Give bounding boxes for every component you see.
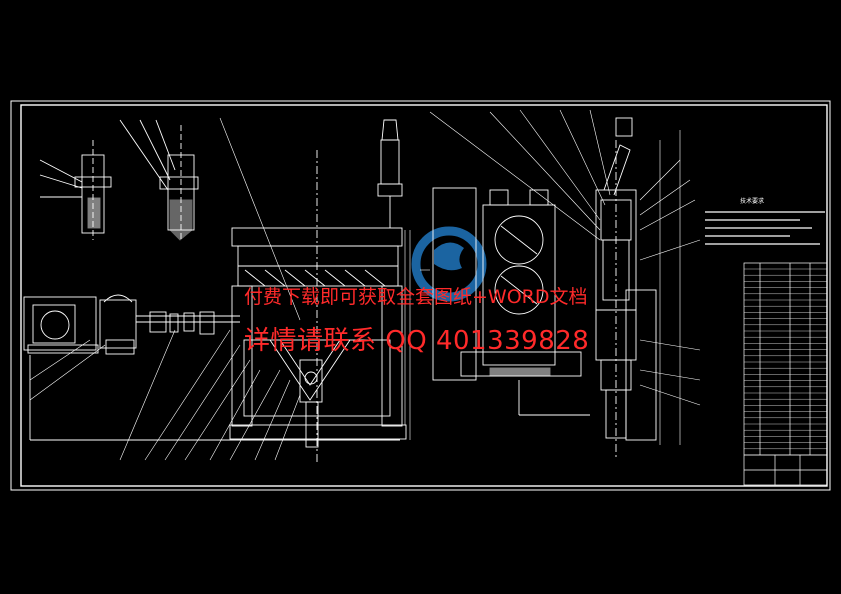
bearing-detail-left — [39, 140, 112, 240]
watermark-line-1: 付费下载即可获取全套图纸+WORD文档 — [244, 286, 588, 308]
bearing-detail-right — [119, 119, 199, 241]
dimension-lines — [404, 130, 681, 445]
tech-requirements-lines — [705, 211, 825, 245]
roll-stand — [432, 187, 590, 416]
parts-list-rows — [744, 268, 827, 456]
vertical-actuator — [595, 117, 657, 460]
hydraulic-cylinder — [377, 119, 403, 228]
straightener-frame — [29, 150, 407, 465]
watermark-line-2: 详情请联系 QQ 401339828 — [244, 326, 590, 356]
watermark-logo-icon — [411, 226, 487, 302]
leader-lines — [29, 109, 701, 461]
